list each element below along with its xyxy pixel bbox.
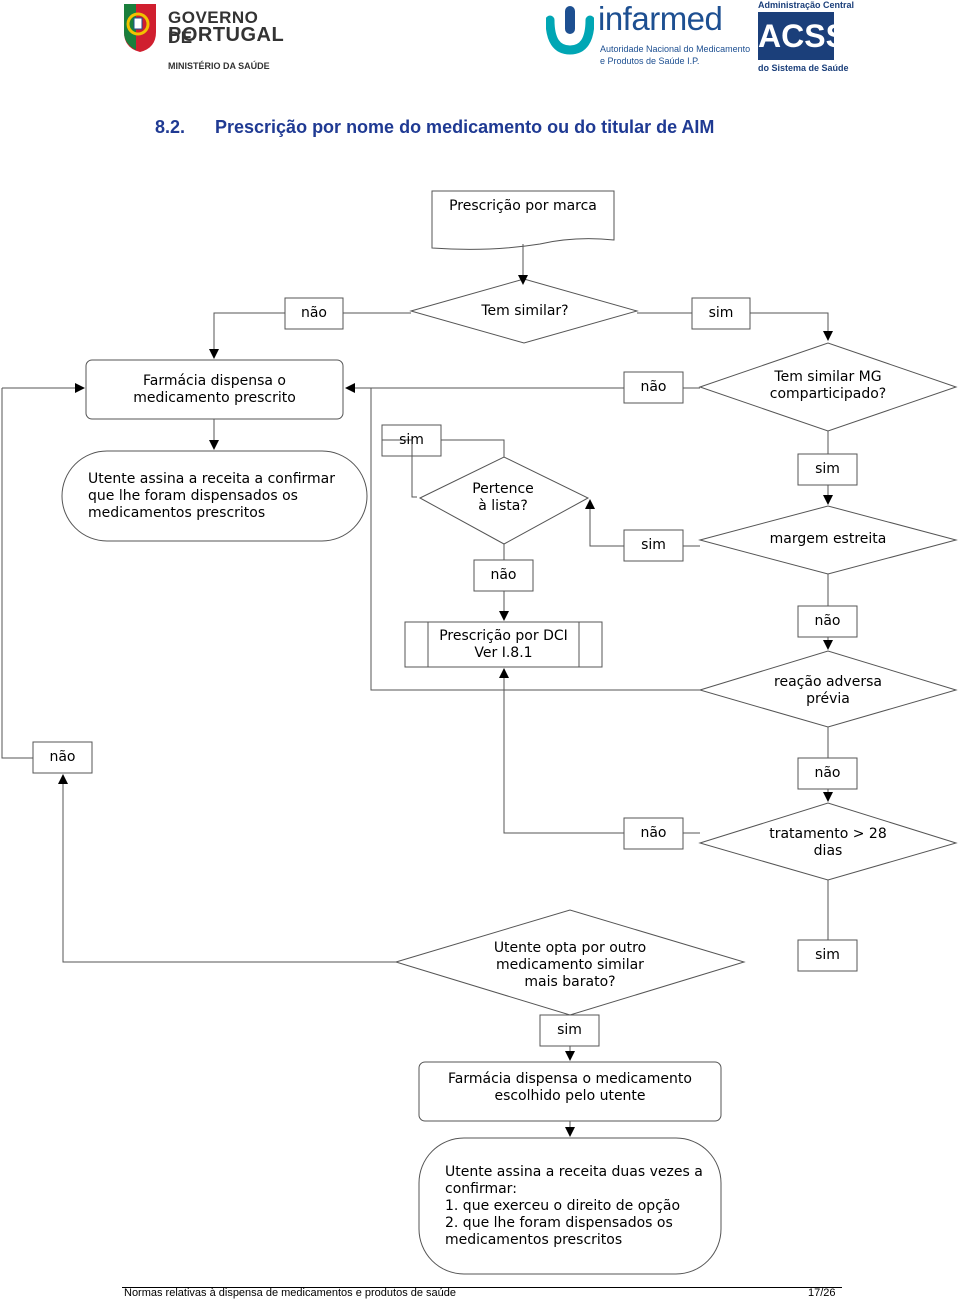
edge-label-sim-margem: sim — [641, 537, 666, 553]
section-heading: 8.2. Prescrição por nome do medicamento o… — [155, 117, 714, 138]
q-utente-opta-node: Utente opta por outro medicamento simila… — [493, 939, 647, 990]
q-lista-shape — [418, 456, 590, 545]
q-mg-node: Tem similar MG comparticipado? — [769, 369, 887, 402]
edge-label-sim-similar: sim — [708, 305, 734, 321]
edge-label-sim-opta: sim — [557, 1022, 582, 1038]
footer-text: Normas relativas à dispensa de medicamen… — [124, 1287, 457, 1299]
edge-label-nao-mg: não — [640, 379, 667, 395]
footer-page-number: 17/26 — [808, 1287, 836, 1299]
footer-rule — [122, 1287, 842, 1288]
edge-label-sim-lista: sim — [399, 432, 424, 448]
edge-label-nao-tratamento: não — [640, 825, 667, 841]
edge-label-nao-margem: não — [814, 613, 841, 629]
utente-assina-2-node: Utente assina a receita duas vezes a con… — [445, 1163, 703, 1248]
q-reacao-shape — [698, 650, 958, 728]
q-lista-node: Pertence à lista? — [472, 481, 534, 514]
q-reacao-node: reação adversa prévia — [774, 674, 882, 707]
edge-label-sim-mg: sim — [815, 461, 840, 477]
start-node: Prescrição por marca — [449, 197, 597, 214]
gov-line1: GOVERNO DE — [168, 8, 259, 47]
q-similar-shape — [409, 278, 639, 344]
utente-assina-1-node: Utente assina a receita a confirmar que … — [88, 470, 336, 521]
q-margem-node: margem estreita — [769, 530, 887, 547]
infarmed-logo: infarmed Autoridade Nacional do Medicame… — [546, 0, 750, 74]
dci-node: Prescrição por DCI Ver I.8.1 — [439, 627, 568, 661]
acss-top: Administração Central — [758, 0, 855, 10]
edge-label-nao-similar: não — [300, 305, 328, 321]
infarmed-sub2: e Produtos de Saúde I.P. — [600, 56, 700, 66]
q-mg-shape — [698, 342, 958, 432]
infarmed-sub1: Autoridade Nacional do Medicamento — [600, 44, 751, 54]
q-similar-node: Tem similar? — [481, 302, 569, 319]
farmacia-prescrito-node: Farmácia dispensa o medicamento prescrit… — [133, 372, 296, 406]
edge-label-nao-left: não — [49, 749, 76, 765]
q-tratamento-shape — [698, 802, 958, 881]
portugal-shield-icon — [124, 4, 156, 52]
q-margem-shape — [698, 505, 958, 575]
edge-label-sim-tratamento: sim — [815, 947, 840, 963]
section-title: Prescrição por nome do medicamento ou do… — [215, 117, 715, 137]
gov-ministry: MINISTÉRIO DA SAÚDE — [168, 61, 270, 71]
gov-line2: PORTUGAL — [168, 24, 285, 46]
acss-logo: Administração Central ACSS do Sistema de… — [758, 0, 854, 78]
acss-name: ACSS — [758, 12, 847, 60]
utente-assina-1-shape — [61, 450, 368, 542]
dci-shape — [404, 621, 603, 668]
farmacia-escolhido-node: Farmácia dispensa o medicamento escolhid… — [448, 1071, 692, 1104]
acss-bottom: do Sistema de Saúde — [758, 63, 849, 73]
start-document-shape — [431, 190, 615, 250]
infarmed-name: infarmed — [598, 0, 723, 37]
q-utente-opta-shape — [394, 909, 746, 1016]
section-number: 8.2. — [155, 117, 186, 137]
edge-label-nao-reacao: não — [814, 765, 841, 781]
edge-label-nao-lista: não — [490, 567, 517, 583]
gov-logo: GOVERNO DE PORTUGAL MINISTÉRIO DA SAÚDE — [122, 0, 285, 76]
q-tratamento-node: tratamento > 28 dias — [769, 826, 887, 859]
infarmed-mark-icon — [546, 6, 594, 55]
utente-assina-2-shape — [418, 1137, 722, 1275]
